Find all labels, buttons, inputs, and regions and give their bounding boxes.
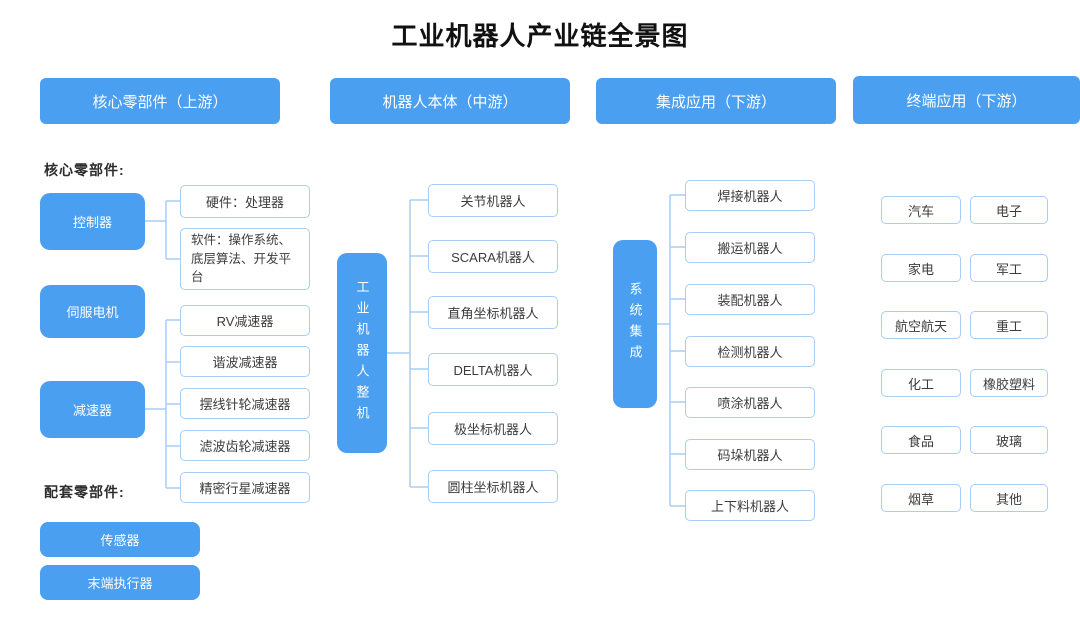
node-harmonic-reducer: 谐波减速器	[180, 346, 310, 377]
node-electronics: 电子	[970, 196, 1048, 224]
support-components-label: 配套零部件:	[44, 484, 125, 500]
node-system-integration-label: 系统集成	[627, 282, 643, 366]
node-food: 食品	[881, 426, 961, 454]
node-aerospace: 航空航天	[881, 311, 961, 339]
header-integrated-application-downstream: 集成应用（下游）	[596, 78, 836, 124]
node-delta-robot: DELTA机器人	[428, 353, 558, 386]
node-sensor: 传感器	[40, 522, 200, 557]
node-heavy-industry: 重工	[970, 311, 1048, 339]
node-welding-robot: 焊接机器人	[685, 180, 815, 211]
node-software-os-algorithms: 软件：操作系统、底层算法、开发平台	[180, 228, 310, 290]
node-chemical: 化工	[881, 369, 961, 397]
node-military: 军工	[970, 254, 1048, 282]
node-home-appliances: 家电	[881, 254, 961, 282]
node-cartesian-robot: 直角坐标机器人	[428, 296, 558, 329]
node-hardware-processor: 硬件：处理器	[180, 185, 310, 218]
node-servo-motor: 伺服电机	[40, 285, 145, 338]
node-tobacco: 烟草	[881, 484, 961, 512]
node-automotive: 汽车	[881, 196, 961, 224]
node-inspection-robot: 检测机器人	[685, 336, 815, 367]
node-controller: 控制器	[40, 193, 145, 250]
core-components-label: 核心零部件:	[44, 162, 125, 178]
header-robot-body-midstream: 机器人本体（中游）	[330, 78, 570, 124]
node-reducer: 减速器	[40, 381, 145, 438]
node-articulated-robot: 关节机器人	[428, 184, 558, 217]
node-palletizing-robot: 码垛机器人	[685, 439, 815, 470]
node-industrial-robot-machine-label: 工业机器人整机	[354, 279, 370, 427]
node-system-integration: 系统集成	[613, 240, 657, 408]
node-others: 其他	[970, 484, 1048, 512]
node-cylindrical-robot: 圆柱坐标机器人	[428, 470, 558, 503]
node-precision-planetary-reducer: 精密行星减速器	[180, 472, 310, 503]
node-polar-robot: 极坐标机器人	[428, 412, 558, 445]
header-terminal-application-downstream: 终端应用（下游）	[853, 76, 1080, 124]
node-spraying-robot: 喷涂机器人	[685, 387, 815, 418]
node-scara-robot: SCARA机器人	[428, 240, 558, 273]
page-title: 工业机器人产业链全景图	[391, 21, 689, 51]
node-handling-robot: 搬运机器人	[685, 232, 815, 263]
node-assembly-robot: 装配机器人	[685, 284, 815, 315]
node-industrial-robot-machine: 工业机器人整机	[337, 253, 387, 453]
node-rv-reducer: RV减速器	[180, 305, 310, 336]
node-loading-unloading-robot: 上下料机器人	[685, 490, 815, 521]
node-glass: 玻璃	[970, 426, 1048, 454]
node-filter-gear-reducer: 滤波齿轮减速器	[180, 430, 310, 461]
node-rubber-plastics: 橡胶塑料	[970, 369, 1048, 397]
node-end-effector: 末端执行器	[40, 565, 200, 600]
header-core-components-upstream: 核心零部件（上游）	[40, 78, 280, 124]
node-cycloid-pinwheel-reducer: 摆线针轮减速器	[180, 388, 310, 419]
